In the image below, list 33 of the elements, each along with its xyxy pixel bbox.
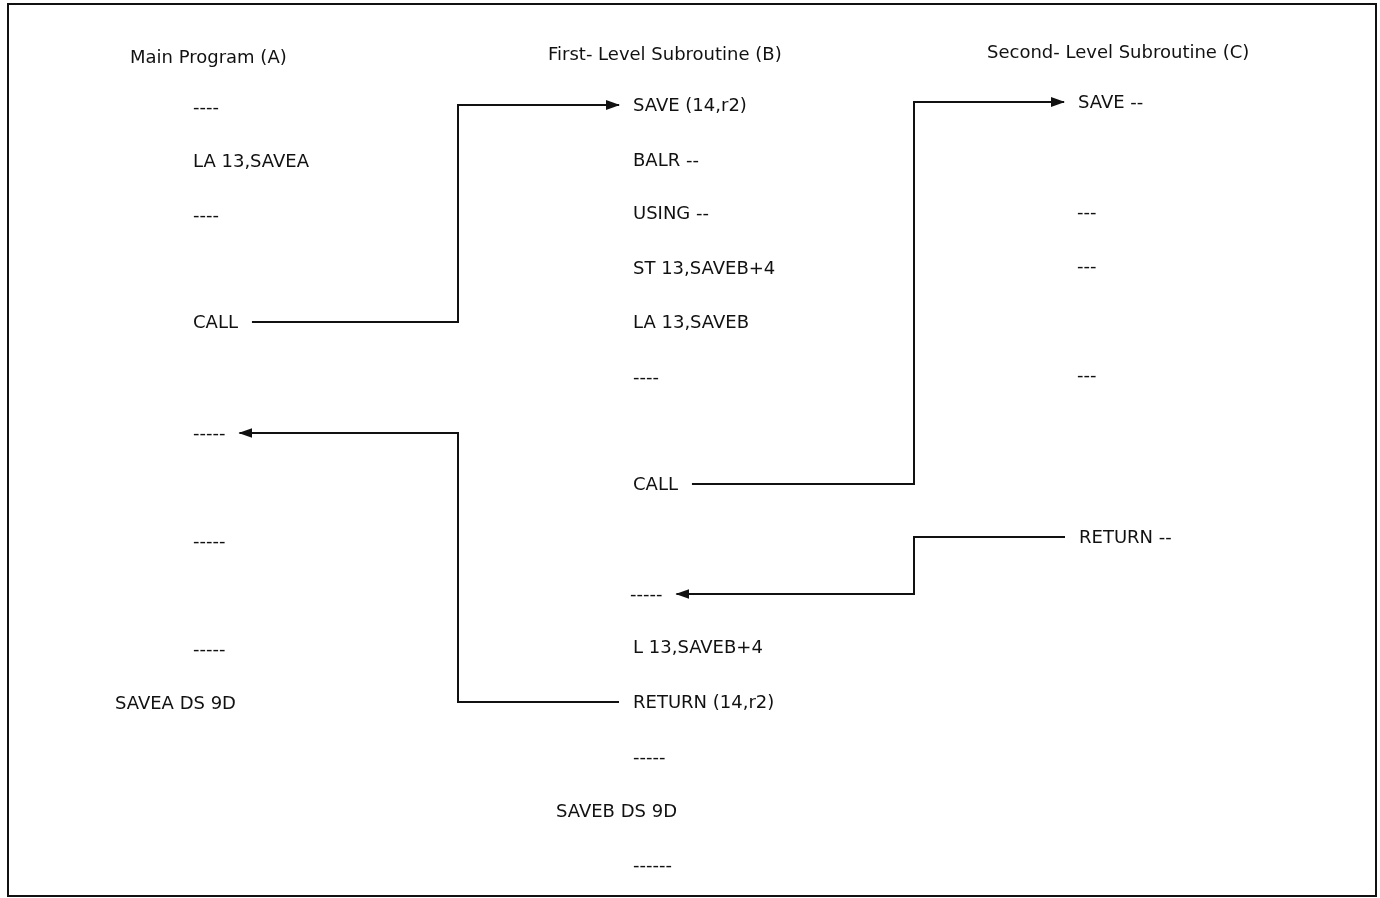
code-line: RETURN -- <box>1079 526 1172 548</box>
arrow <box>238 428 620 703</box>
code-line: ---- <box>193 96 219 118</box>
code-line: ----- <box>193 530 226 552</box>
code-line: --- <box>1077 364 1097 386</box>
column-heading: First- Level Subroutine (B) <box>548 43 782 65</box>
code-line: SAVE -- <box>1078 91 1144 113</box>
code-line: ST 13,SAVEB+4 <box>633 257 776 279</box>
code-line: LA 13,SAVEB <box>633 311 750 333</box>
code-line: ----- <box>630 583 663 605</box>
code-line: ----- <box>193 638 226 660</box>
code-line: ----- <box>633 746 666 768</box>
arrow <box>675 536 1066 599</box>
code-line: SAVE (14,r2) <box>633 94 747 116</box>
code-line: CALL <box>633 473 678 495</box>
arrow <box>690 97 1065 485</box>
arrow <box>250 100 620 323</box>
code-line: --- <box>1077 201 1097 223</box>
code-line: ------ <box>633 854 672 876</box>
code-line: CALL <box>193 311 238 333</box>
code-line: USING -- <box>633 202 710 224</box>
column-heading: Main Program (A) <box>130 46 287 68</box>
code-line: RETURN (14,r2) <box>633 691 775 713</box>
code-line: ----- <box>193 422 226 444</box>
column-heading: Second- Level Subroutine (C) <box>987 41 1250 63</box>
code-line: SAVEB DS 9D <box>556 800 677 822</box>
code-line: ---- <box>193 204 219 226</box>
code-line: BALR -- <box>633 149 699 171</box>
code-line: L 13,SAVEB+4 <box>633 636 763 658</box>
code-line: ---- <box>633 366 659 388</box>
code-line: SAVEA DS 9D <box>115 692 236 714</box>
code-line: --- <box>1077 255 1097 277</box>
code-line: LA 13,SAVEA <box>193 150 310 172</box>
